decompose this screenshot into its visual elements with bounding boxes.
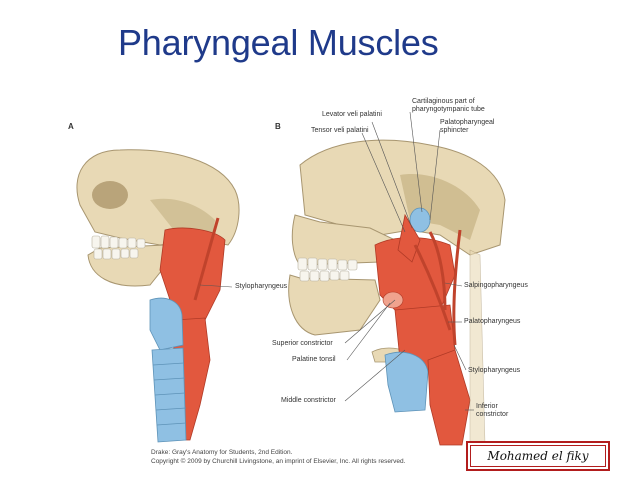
label-middle-constrictor: Middle constrictor xyxy=(281,397,336,404)
panel-b-teeth xyxy=(297,257,358,282)
panel-b-inferior-constrictor xyxy=(427,349,471,446)
panel-b-illustration xyxy=(288,111,506,446)
panel-a-orbit xyxy=(92,181,128,209)
panel-b-mandible xyxy=(288,274,381,336)
label-palatopharyngeal-2: sphincter xyxy=(440,127,469,134)
label-superior-constrictor: Superior constrictor xyxy=(272,340,333,347)
panel-a-trachea-rings xyxy=(152,362,187,426)
panel-a-trachea xyxy=(151,347,187,443)
panel-a-stylopharyngeus-muscle xyxy=(193,217,220,301)
label-levator-veli-palatini: Levator veli palatini xyxy=(322,111,382,118)
panel-a-illustration xyxy=(76,149,240,443)
panel-b-palatine-tonsil-shape xyxy=(382,291,404,309)
panel-b-levator-tensor xyxy=(397,213,421,263)
signature-box: Mohamed el fiky xyxy=(466,441,610,471)
label-b-stylopharyngeus: Stylopharyngeus xyxy=(468,367,521,374)
label-tensor-veli-palatini: Tensor veli palatini xyxy=(311,127,369,134)
panel-a-larynx xyxy=(149,297,184,351)
label-palatopharyngeus: Palatopharyngeus xyxy=(464,318,521,325)
label-salpingopharyngeus: Salpingopharyngeus xyxy=(464,282,528,289)
label-cartilaginous-part-1: Cartilaginous part of xyxy=(412,98,475,105)
caption-line-1: Drake: Gray's Anatomy for Students, 2nd … xyxy=(151,449,293,456)
panel-b-larynx xyxy=(384,351,429,413)
slide-title: Pharyngeal Muscles xyxy=(118,22,439,63)
panel-b-stylopharyngeus-muscle xyxy=(452,229,462,346)
caption-line-2: Copyright © 2009 by Churchill Livingston… xyxy=(151,458,406,465)
label-palatine-tonsil: Palatine tonsil xyxy=(292,356,336,363)
panel-b-leader-lines xyxy=(344,111,474,411)
label-inferior-constrictor-1: Inferior xyxy=(476,403,498,410)
figure-caption: Drake: Gray's Anatomy for Students, 2nd … xyxy=(151,448,405,466)
panel-b-maxilla xyxy=(291,214,396,266)
panel-a-leader-stylopharyngeus xyxy=(199,284,233,288)
panel-a-letter: A xyxy=(68,122,74,131)
panel-a-teeth xyxy=(91,235,146,260)
panel-b-letter: B xyxy=(275,122,281,131)
label-cartilaginous-part-2: pharyngotympanic tube xyxy=(412,106,485,113)
label-a-stylopharyngeus: Stylopharyngeus xyxy=(235,283,288,290)
panel-b-cranial-shade xyxy=(400,174,480,240)
label-inferior-constrictor-2: constrictor xyxy=(476,411,509,418)
panel-b-salpingopharyngeus-muscle xyxy=(428,231,447,311)
label-palatopharyngeal-1: Palatopharyngeal xyxy=(440,119,495,126)
panel-b-palatopharyngeus-muscle xyxy=(413,244,452,331)
signature-text: Mohamed el fiky xyxy=(470,445,606,467)
